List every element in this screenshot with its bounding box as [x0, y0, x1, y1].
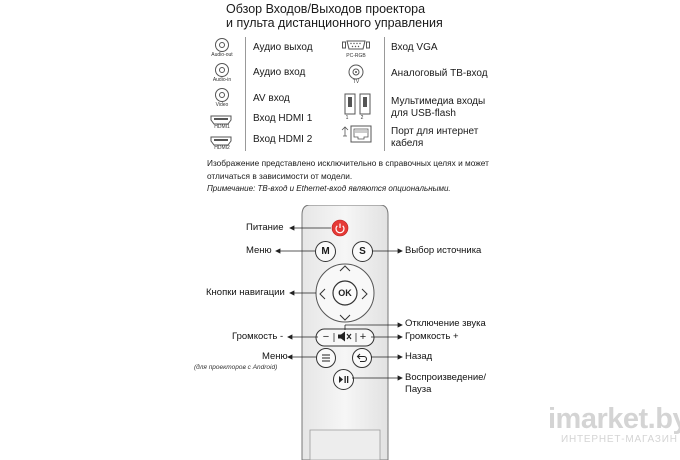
port-caption: HDMI1	[214, 124, 230, 130]
callout-volume-up: Громкость +	[405, 331, 459, 342]
nav-up-button[interactable]	[339, 264, 351, 274]
watermark-brand: imarket.by	[548, 403, 680, 435]
port-label-hdmi1: Вход HDMI 1	[253, 113, 313, 124]
title-line-2: и пульта дистанционного управления	[226, 16, 443, 30]
callout-power: Питание	[246, 222, 284, 233]
hdmi-port-icon	[210, 115, 232, 125]
nav-down-button[interactable]	[339, 309, 351, 327]
divider	[384, 37, 385, 151]
callout-play-line-2: Пауза	[405, 384, 432, 395]
port-caption: 1	[345, 115, 349, 121]
audio-jack-icon	[215, 63, 229, 77]
volume-down-label: −	[322, 330, 330, 343]
menu-button[interactable]: M	[315, 241, 336, 262]
port-caption: Audio-out	[211, 52, 233, 58]
back-button[interactable]	[352, 348, 372, 368]
usb-port-icon	[344, 93, 371, 115]
callout-menu: Меню	[246, 245, 272, 256]
port-caption: 2	[360, 115, 364, 121]
port-label-hdmi2: Вход HDMI 2	[253, 134, 313, 145]
page-title: Обзор Входов/Выходов проектора и пульта …	[226, 2, 443, 30]
ok-button-label: OK	[338, 288, 352, 298]
mute-button[interactable]	[337, 330, 353, 348]
callout-navigation: Кнопки навигации	[206, 287, 285, 298]
chevron-left-icon	[319, 288, 326, 300]
ok-button[interactable]: OK	[333, 285, 357, 301]
callout-source: Выбор источника	[405, 245, 482, 256]
callout-mute: Отключение звука	[405, 318, 486, 329]
list-icon	[322, 354, 330, 362]
callout-play-line-1: Воспроизведение/	[405, 372, 487, 383]
play-pause-icon	[339, 376, 349, 383]
usb-label-line-1: Мультимедиа входы	[391, 96, 486, 107]
disclaimer-line-2: отличаться в зависимости от модели.	[207, 171, 353, 181]
port-label-tv: Аналоговый ТВ-вход	[391, 68, 488, 79]
port-label-audio-out: Аудио выход	[253, 42, 313, 53]
android-menu-button[interactable]	[316, 348, 336, 368]
volume-up-label: +	[359, 330, 367, 343]
port-label-av: AV вход	[253, 93, 290, 104]
port-label-usb: Мультимедиа входы для USB-flash	[391, 96, 485, 120]
callout-play-pause: Воспроизведение/ Пауза	[405, 372, 486, 396]
audio-jack-icon	[215, 38, 229, 52]
hdmi-port-icon	[210, 136, 232, 146]
port-caption: TV	[352, 79, 360, 85]
chevron-up-icon	[339, 265, 351, 272]
ethernet-port-icon	[341, 125, 372, 143]
back-icon	[356, 353, 368, 363]
nav-left-button[interactable]	[318, 287, 326, 305]
callout-android-menu: Меню	[262, 351, 288, 362]
port-caption: PC-RGB	[346, 53, 366, 59]
usb-label-line-2: для USB-flash	[391, 108, 456, 119]
source-button-label: S	[359, 246, 366, 257]
ethernet-label-line-2: кабеля	[391, 138, 424, 149]
menu-button-label: M	[321, 246, 330, 257]
port-label-audio-in: Аудио вход	[253, 67, 306, 78]
nav-right-button[interactable]	[361, 287, 369, 305]
ethernet-label-line-1: Порт для интернет	[391, 126, 479, 137]
vga-port-icon	[342, 40, 370, 50]
callout-volume-down: Громкость -	[232, 331, 284, 342]
port-caption: Video	[215, 102, 229, 108]
tv-antenna-icon	[348, 64, 364, 80]
disclaimer-line-1: Изображение представлено исключительно в…	[207, 158, 489, 168]
callout-back: Назад	[405, 351, 433, 362]
mute-icon	[338, 331, 352, 342]
power-button[interactable]	[331, 219, 349, 237]
play-pause-button[interactable]	[333, 369, 354, 390]
divider	[245, 37, 246, 151]
av-jack-icon	[215, 88, 229, 102]
port-label-vga: Вход VGA	[391, 42, 438, 53]
source-button[interactable]: S	[352, 241, 373, 262]
optional-note: Примечание: ТВ-вход и Ethernet-вход явля…	[207, 184, 451, 193]
title-line-1: Обзор Входов/Выходов проектора	[226, 2, 426, 16]
port-caption: HDMI2	[214, 145, 230, 151]
disclaimer: Изображение представлено исключительно в…	[207, 157, 489, 183]
volume-up-button[interactable]: +	[355, 329, 371, 344]
watermark-tagline: ИНТЕРНЕТ-МАГАЗИН	[561, 434, 678, 445]
volume-down-button[interactable]: −	[318, 329, 334, 344]
port-caption: Audio-in	[212, 77, 232, 83]
chevron-down-icon	[339, 314, 351, 321]
callout-android-note: (для проекторов с Android)	[194, 364, 278, 371]
port-label-ethernet: Порт для интернет кабеля	[391, 126, 478, 150]
chevron-right-icon	[361, 288, 368, 300]
